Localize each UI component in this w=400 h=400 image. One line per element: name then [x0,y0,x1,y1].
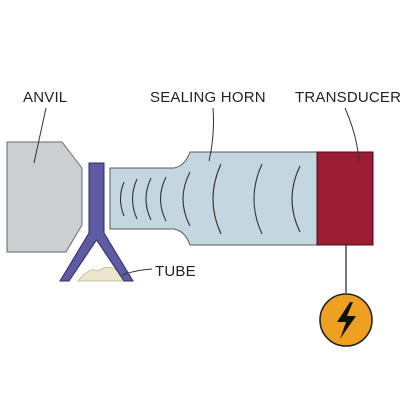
wave-arc [119,181,125,217]
wave-arc [253,163,263,235]
tube-leader [121,268,153,276]
transducer-leader [344,107,360,162]
tube [59,162,134,282]
tube-label: TUBE [155,263,196,280]
anvil-label: ANVIL [23,89,67,106]
leader-lines [33,107,360,276]
sealing-horn-leader [208,107,214,162]
wave-arc [212,163,222,235]
wave-arc [291,165,301,233]
sealing-horn-label: SEALING HORN [150,89,266,106]
wave-arc [159,176,167,222]
transducer [316,151,374,246]
ultrasonic-waves [119,163,301,235]
wave-arc [145,177,152,221]
anvil [6,141,83,253]
wave-arc [182,171,191,227]
transducer-label: TRANSDUCER [295,89,400,106]
lightning-bolt-icon [337,302,356,339]
wave-arc [131,178,138,220]
tube-body [59,162,134,282]
anvil-leader [33,107,47,164]
